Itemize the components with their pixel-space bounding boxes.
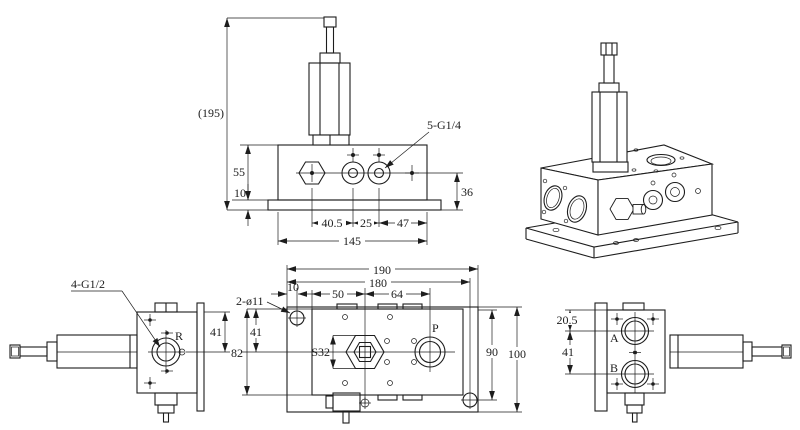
solenoid-left bbox=[9, 334, 138, 369]
valve-block-left bbox=[136, 311, 198, 394]
gauge-port-1 bbox=[341, 148, 365, 185]
bolt-holes-right bbox=[611, 313, 659, 390]
hex-plug-front bbox=[298, 161, 326, 185]
right-side-view: A B bbox=[554, 302, 792, 423]
iso-right-face-features bbox=[609, 172, 701, 220]
dim-hole-span-depth: 90 bbox=[486, 345, 498, 359]
dim-body-height: 55 bbox=[233, 165, 245, 179]
label-gauge-ports: 5-G1/4 bbox=[427, 118, 461, 132]
dim-overall-height: (195) bbox=[198, 106, 224, 120]
dim-a-to-b: 41 bbox=[562, 345, 574, 359]
front-view: (195) 55 10 40.5 25 47 145 bbox=[198, 16, 473, 248]
mount-hole-top-left bbox=[288, 288, 306, 327]
dim-pitch-b: 25 bbox=[360, 216, 372, 230]
dim-plate-depth: 100 bbox=[508, 347, 526, 361]
dim-hole-span-length: 180 bbox=[369, 276, 387, 290]
iso-left-face-features bbox=[541, 178, 588, 224]
cartridge-valve-front bbox=[308, 16, 351, 146]
gauge-port-2 bbox=[367, 148, 391, 185]
dim-edge-to-a: 20.5 bbox=[557, 313, 578, 327]
label-hex-size: S32 bbox=[311, 345, 330, 359]
dim-edge-to-center: 41 bbox=[250, 325, 262, 339]
iso-cartridge-valve bbox=[591, 42, 629, 173]
front-dimensions: (195) 55 10 40.5 25 47 145 bbox=[198, 17, 473, 248]
label-mount-holes: 2-ø11 bbox=[236, 294, 264, 308]
label-port-a: A bbox=[610, 331, 619, 345]
left-side-view: R 4-G1/2 41 bbox=[9, 277, 230, 423]
dim-center-to-base: 36 bbox=[461, 185, 473, 199]
dim-hole-edge-offset: 10 bbox=[287, 280, 299, 294]
label-main-ports: 4-G1/2 bbox=[71, 277, 105, 291]
port-a: A bbox=[610, 312, 654, 350]
label-port-b: B bbox=[610, 361, 618, 375]
bottom-fitting-right bbox=[624, 392, 645, 423]
dim-hex-to-p: 64 bbox=[391, 287, 403, 301]
left-dimensions: 4-G1/2 41 bbox=[71, 277, 230, 353]
dim-plate-length: 190 bbox=[373, 263, 391, 277]
port-p: P bbox=[414, 288, 446, 372]
label-port-r: R bbox=[175, 329, 183, 343]
base-plate-edge-right bbox=[594, 302, 608, 412]
dim-edge-to-port: 41 bbox=[210, 325, 222, 339]
port-r: R bbox=[148, 329, 186, 374]
dim-base-thickness: 10 bbox=[234, 186, 246, 200]
isometric-view bbox=[525, 42, 739, 259]
bottom-fitting-plan bbox=[325, 392, 371, 424]
dim-block-width: 145 bbox=[343, 234, 361, 248]
label-port-p: P bbox=[432, 321, 439, 335]
dim-pitch-a: 40.5 bbox=[322, 216, 343, 230]
base-plate-edge bbox=[196, 302, 205, 412]
bolt-holes-left bbox=[144, 314, 173, 389]
port-b: B bbox=[610, 355, 654, 393]
bolt-holes-plan bbox=[342, 314, 417, 386]
plan-view: S32 P bbox=[231, 263, 528, 424]
base-plate-front bbox=[267, 199, 442, 211]
plan-dimensions: 190 180 10 50 64 2-ø11 41 82 bbox=[231, 263, 528, 413]
dim-block-depth: 82 bbox=[231, 346, 243, 360]
dim-edge-to-hex: 50 bbox=[332, 287, 344, 301]
solenoid-right bbox=[669, 334, 792, 369]
iso-top-face-features bbox=[631, 148, 685, 173]
bottom-fitting-left bbox=[154, 392, 178, 423]
mount-hole-bottom-right bbox=[461, 278, 497, 409]
cartridge-hex-plan: S32 bbox=[311, 334, 385, 370]
right-dimensions: 20.5 41 bbox=[554, 309, 616, 375]
base-plate-plan bbox=[286, 306, 479, 413]
port-cross-marker bbox=[405, 165, 419, 181]
dim-pitch-c: 47 bbox=[397, 216, 409, 230]
